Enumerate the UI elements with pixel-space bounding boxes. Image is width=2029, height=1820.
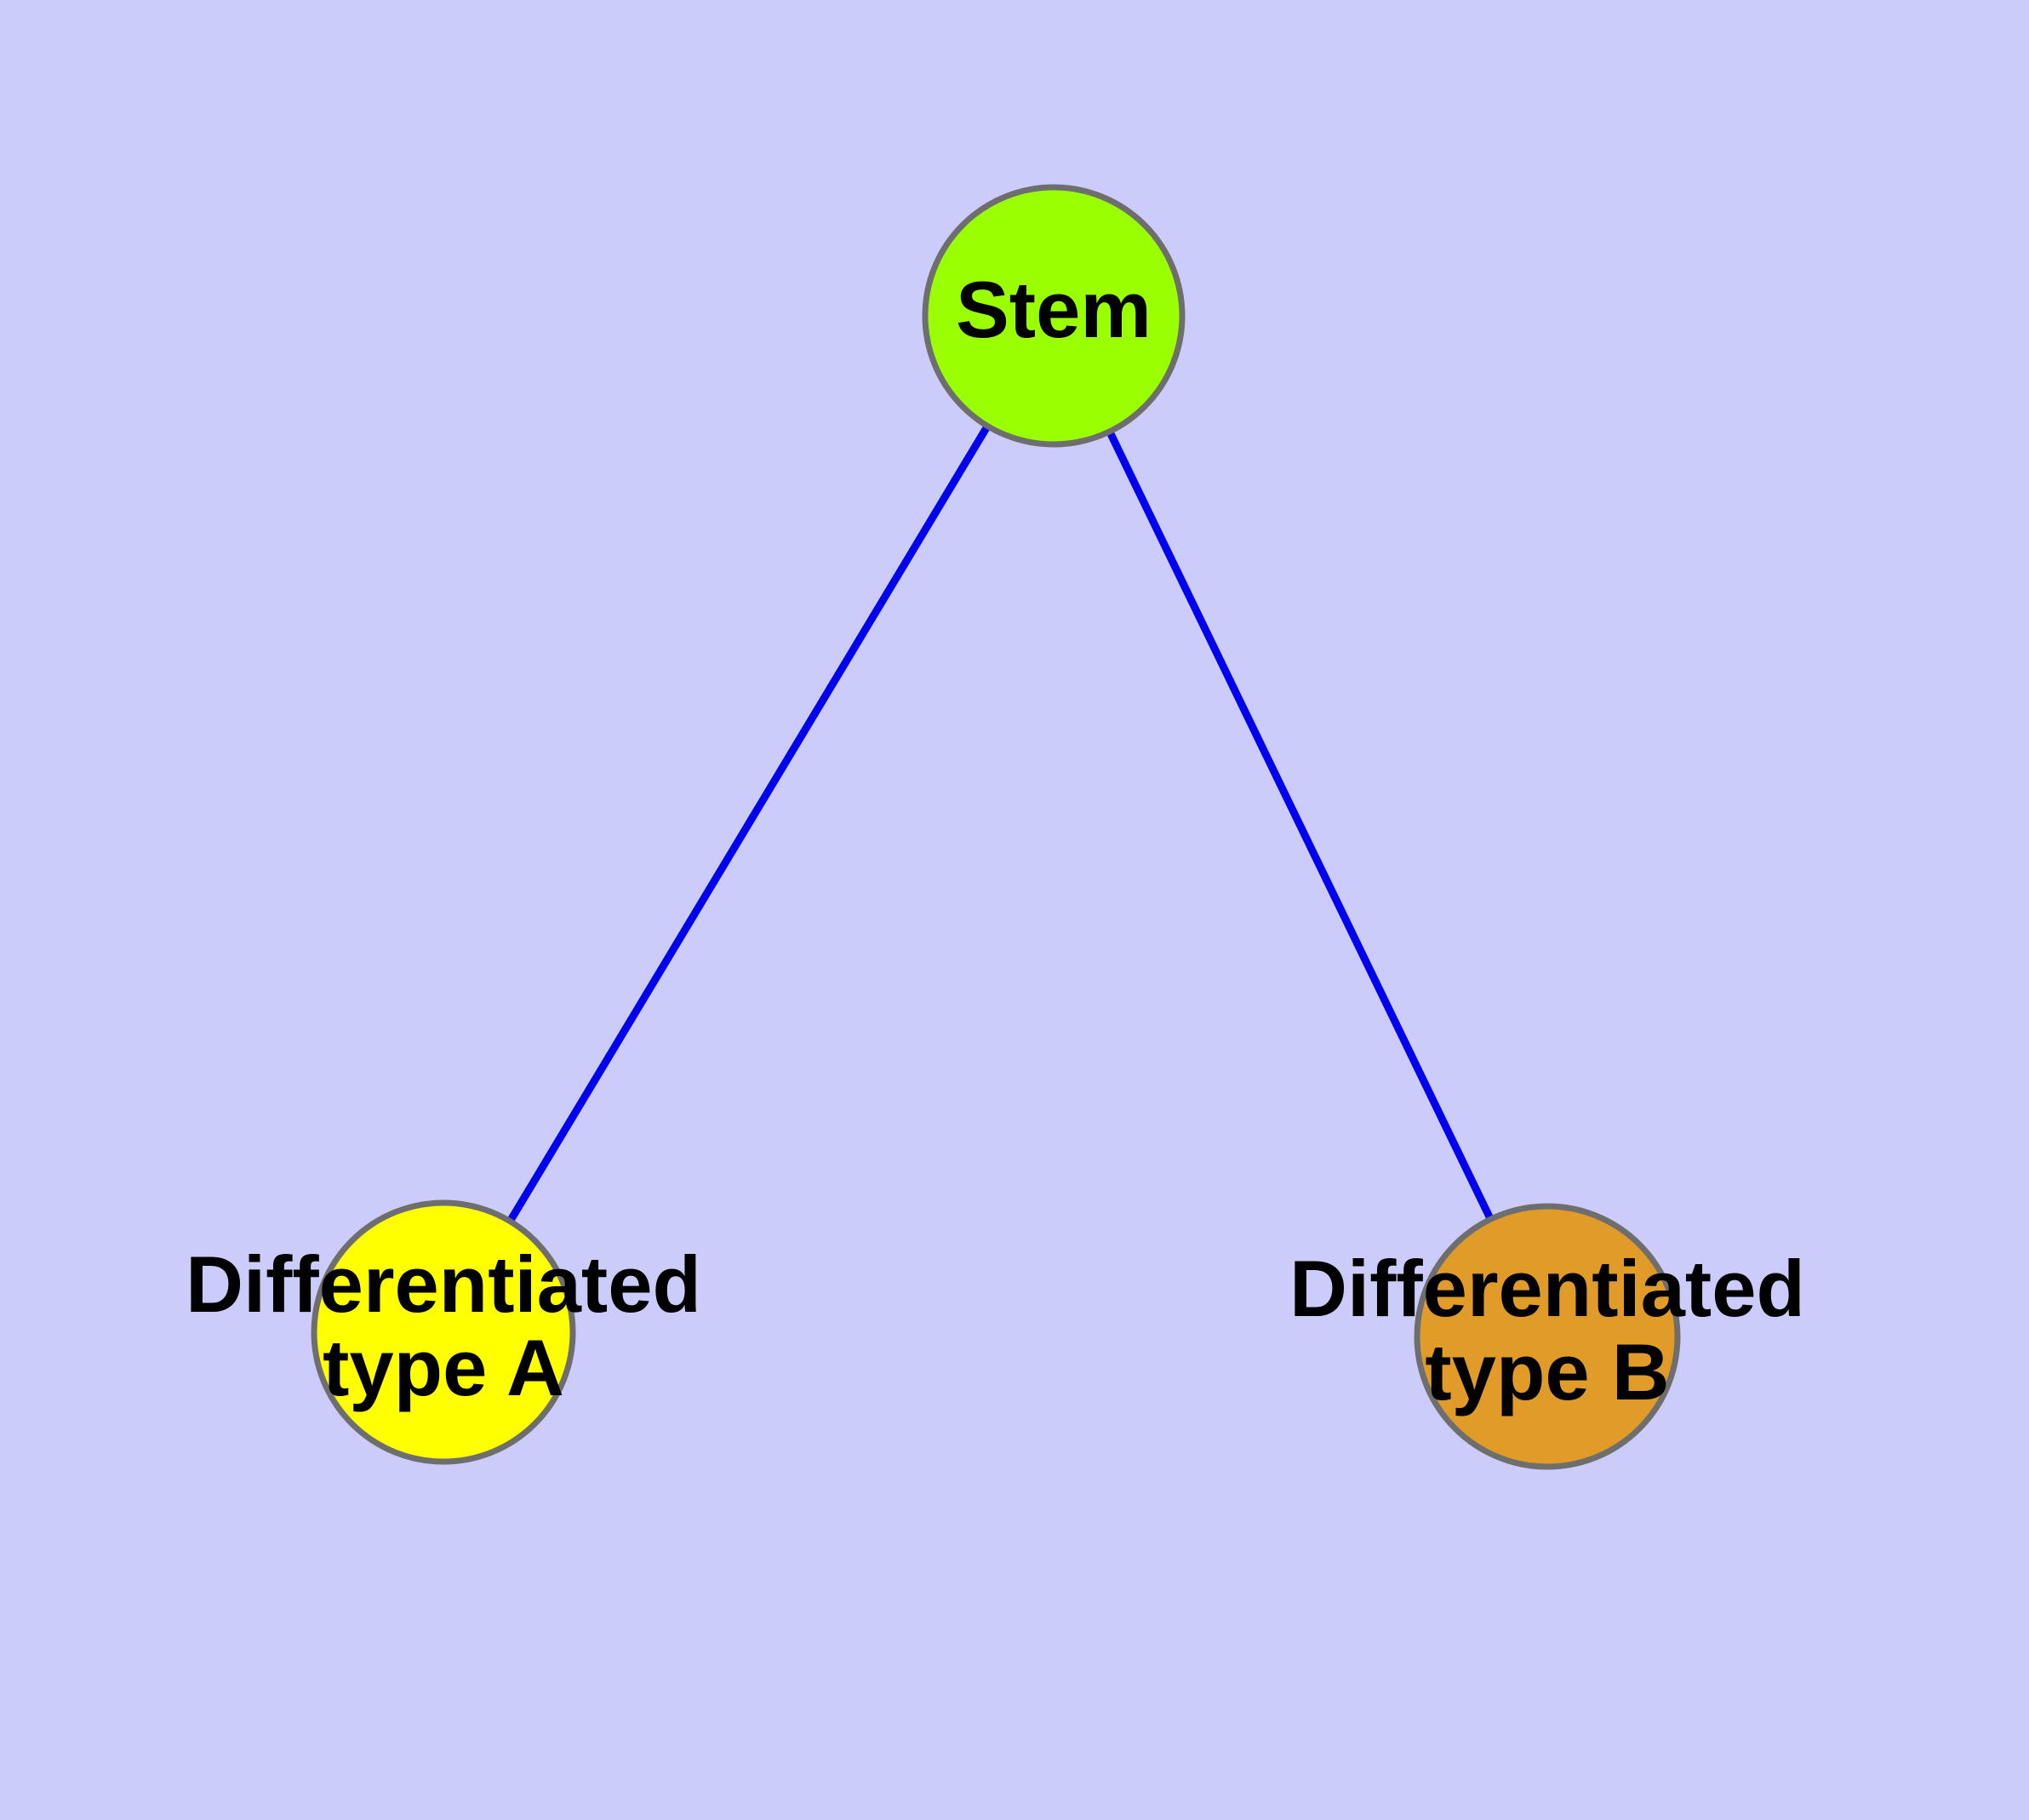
graph-edge-stem-to-a: [507, 425, 991, 1222]
graph-node-stem[interactable]: Stem: [922, 184, 1186, 448]
node-label-line: Differentiated: [1289, 1244, 1805, 1333]
node-circle-diff_b[interactable]: [1414, 1203, 1681, 1470]
node-circle-diff_a[interactable]: [311, 1199, 576, 1465]
node-label-line: type B: [1425, 1327, 1669, 1417]
node-label-stem: Stem: [956, 265, 1152, 354]
node-label-line: Stem: [956, 265, 1152, 354]
node-label-line: type A: [323, 1323, 564, 1412]
node-circle-stem[interactable]: [922, 184, 1186, 448]
graph-edge-stem-to-b: [1106, 431, 1494, 1220]
node-label-line: Differentiated: [186, 1239, 701, 1329]
edge-layer: [507, 425, 1494, 1222]
